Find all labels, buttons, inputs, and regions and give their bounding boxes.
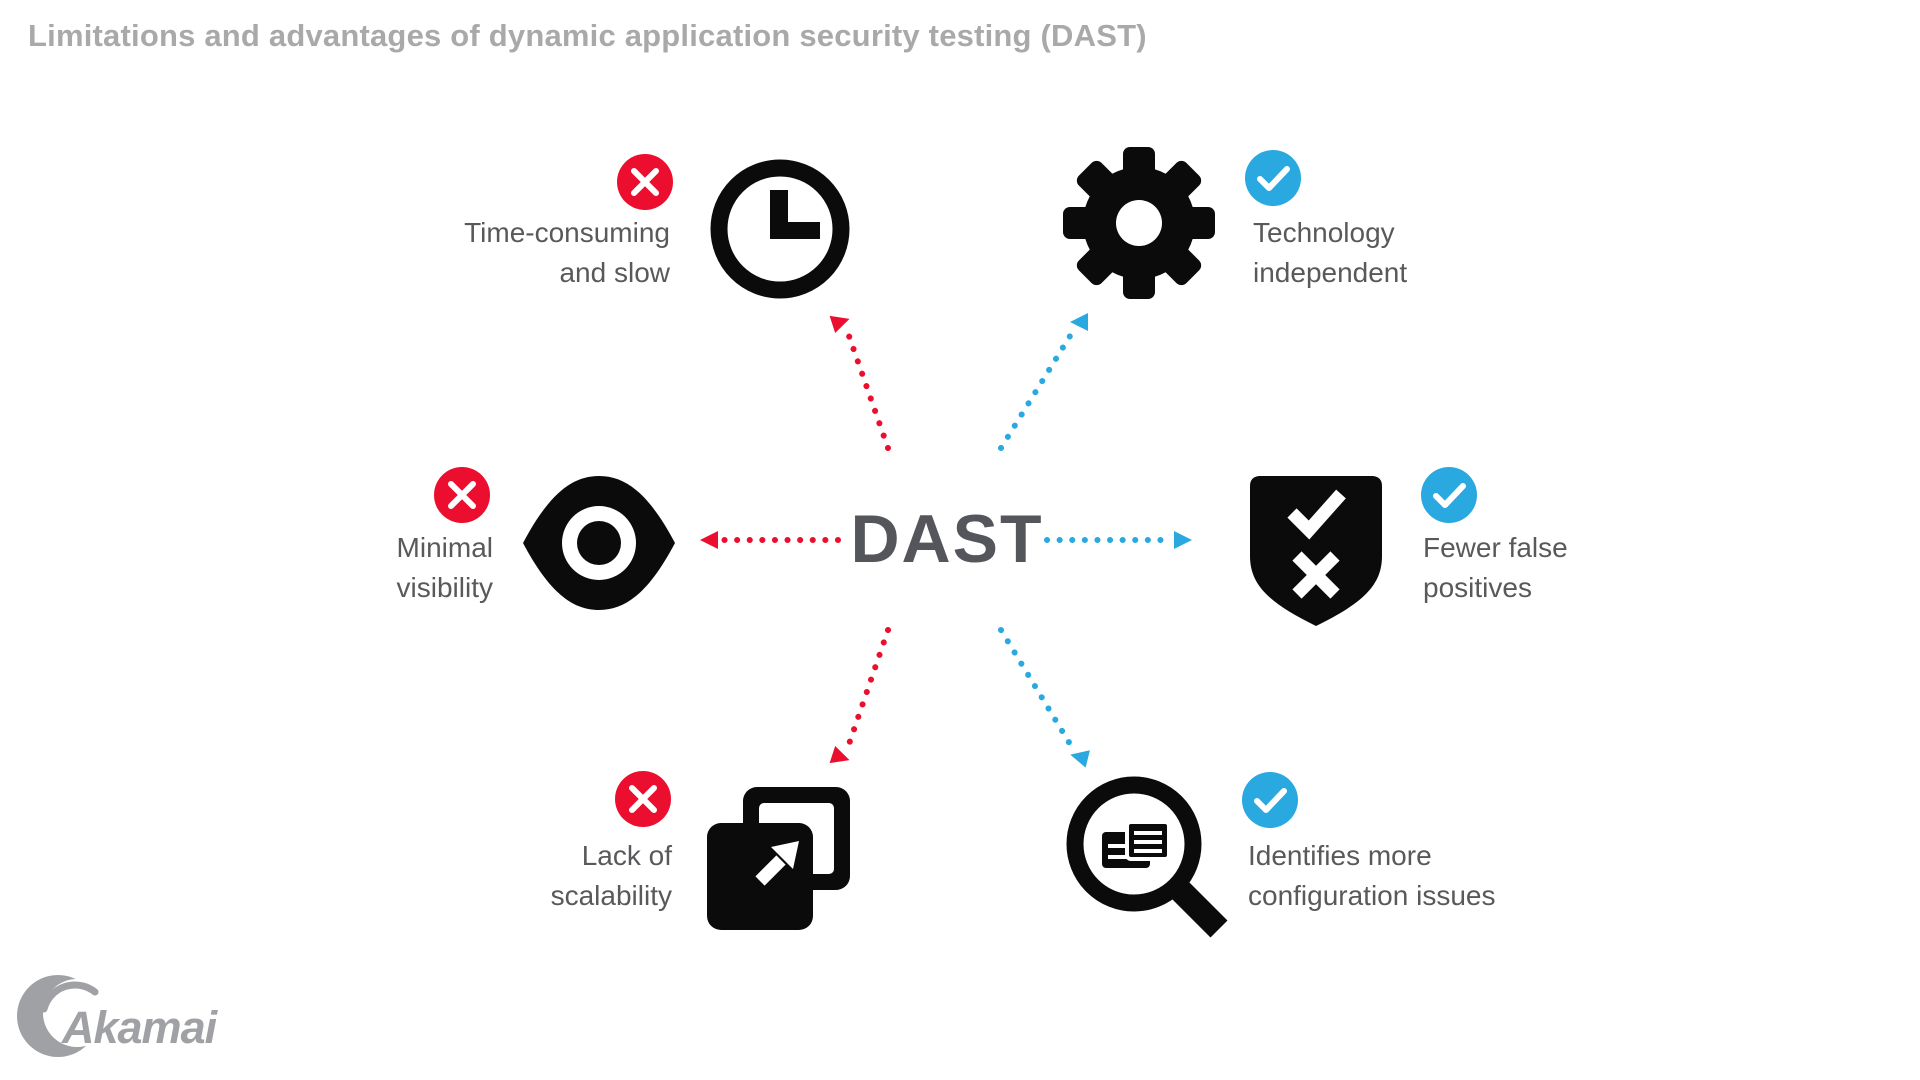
label-line: Identifies more xyxy=(1248,840,1432,871)
label-fewer-false-positives: Fewer false positives xyxy=(1423,528,1568,608)
label-line: independent xyxy=(1253,257,1408,288)
akamai-logo-mark xyxy=(17,975,111,1057)
label-identifies-configuration-issues: Identifies more configuration issues xyxy=(1248,836,1495,916)
arrowhead xyxy=(1070,313,1088,331)
check-badge xyxy=(1245,150,1301,206)
label-line: configuration issues xyxy=(1248,880,1496,911)
label-line: Minimal xyxy=(396,532,493,563)
clock-icon xyxy=(710,159,850,299)
label-minimal-visibility: Minimal visibility xyxy=(397,528,493,608)
arrowhead xyxy=(829,745,850,764)
label-line: and slow xyxy=(559,257,670,288)
arrowhead xyxy=(1174,531,1192,549)
label-time-consuming: Time-consuming and slow xyxy=(464,213,670,293)
label-line: Time-consuming xyxy=(464,217,670,248)
eye-icon xyxy=(523,476,675,610)
arrowhead xyxy=(1070,750,1090,768)
gear-icon xyxy=(1063,147,1215,299)
x-badge xyxy=(615,771,671,827)
akamai-logo-wordmark: Akamai xyxy=(62,1002,217,1053)
label-line: Fewer false xyxy=(1423,532,1568,563)
arrow-bottom-right-blue xyxy=(998,627,1090,768)
page-title: Limitations and advantages of dynamic ap… xyxy=(28,18,1147,53)
arrow-left-red xyxy=(700,531,841,549)
check-badge xyxy=(1242,772,1298,828)
arrow-right-blue xyxy=(1044,531,1192,549)
magnifier-icon xyxy=(1066,776,1228,938)
label-line: Technology xyxy=(1253,217,1395,248)
x-badge xyxy=(617,154,673,210)
label-line: Lack of xyxy=(581,840,672,871)
scale-icon xyxy=(707,787,850,930)
arrow-bottom-left-red xyxy=(829,627,891,764)
check-badge xyxy=(1421,467,1477,523)
arrow-top-right-blue xyxy=(998,313,1088,451)
label-technology-independent: Technology independent xyxy=(1253,213,1407,293)
arrowhead xyxy=(700,531,718,549)
label-line: visibility xyxy=(396,572,493,603)
label-lack-of-scalability: Lack of scalability xyxy=(551,836,672,916)
x-badge xyxy=(434,467,490,523)
shield-icon xyxy=(1250,476,1382,626)
label-line: positives xyxy=(1423,572,1532,603)
dast-center-label: DAST xyxy=(850,501,1044,577)
arrow-top-left-red xyxy=(829,315,891,451)
label-line: scalability xyxy=(550,880,672,911)
arrowhead xyxy=(829,315,850,334)
